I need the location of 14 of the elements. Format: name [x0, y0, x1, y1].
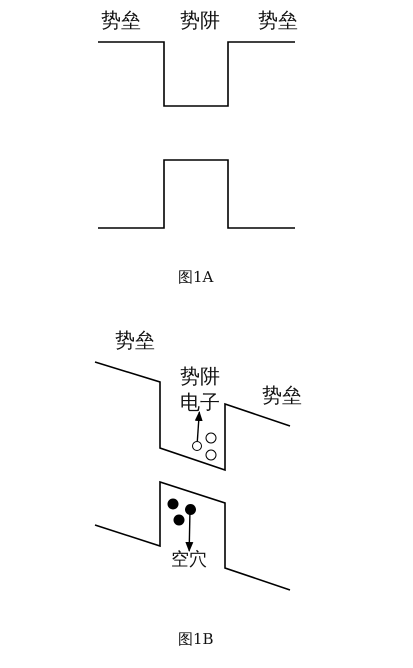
hole-icon — [184, 504, 196, 514]
particle-label: 电子 — [178, 392, 222, 412]
figure-caption: 图1A — [178, 270, 214, 285]
region-label: 势阱 — [180, 366, 220, 386]
particle-label: 空穴 — [170, 551, 208, 569]
region-label: 势垒 — [115, 330, 155, 350]
electron-icon — [192, 441, 202, 451]
region-label: 势垒 — [101, 10, 141, 30]
arrow — [194, 411, 203, 442]
region-label: 势垒 — [258, 10, 298, 30]
region-label: 势阱 — [180, 10, 220, 30]
figure-caption: 图1B — [178, 632, 214, 647]
arrow — [185, 514, 194, 552]
region-label: 势垒 — [262, 385, 302, 405]
